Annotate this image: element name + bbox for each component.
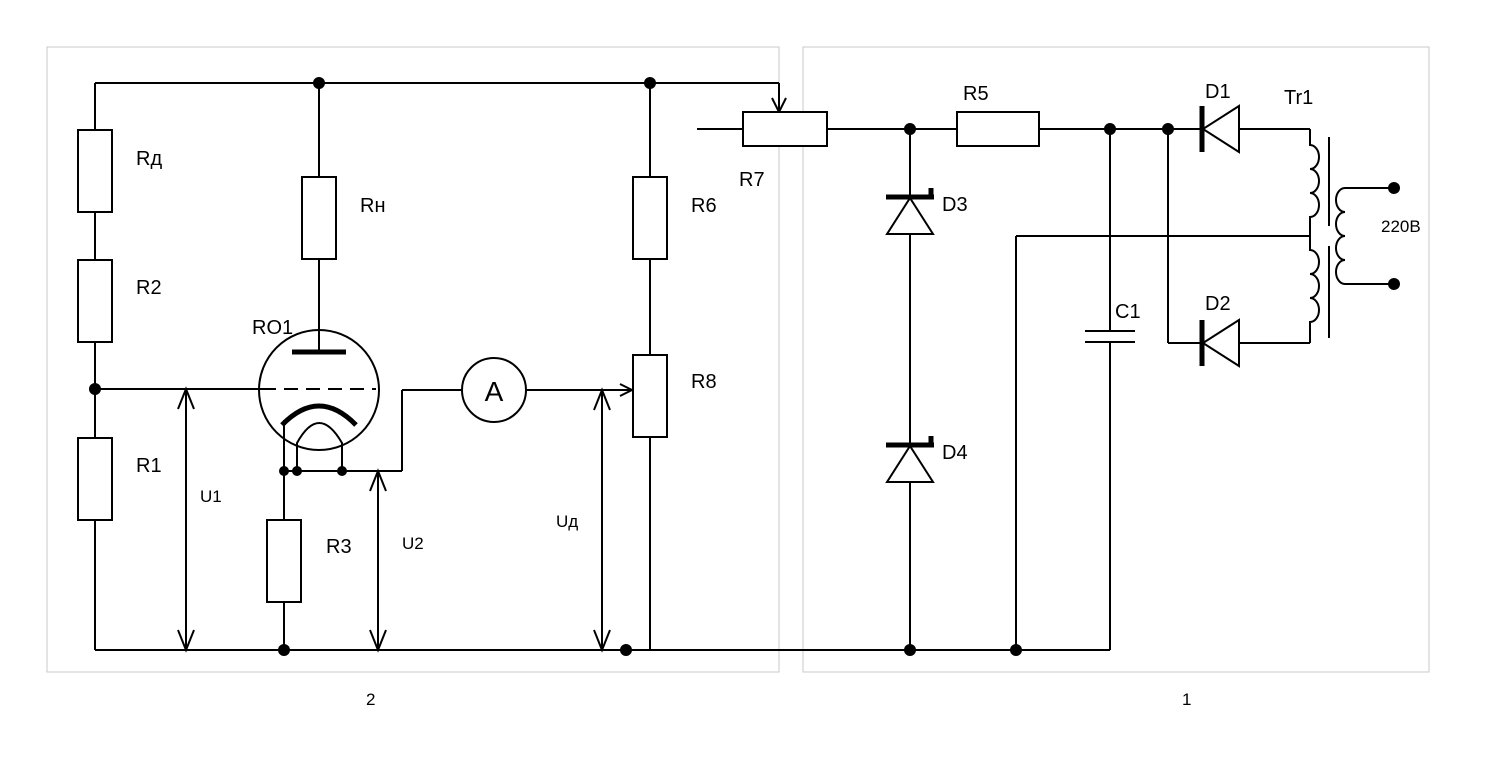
label-r2: R2 bbox=[136, 277, 162, 299]
label-rn: Rн bbox=[360, 195, 386, 217]
label-c1: C1 bbox=[1115, 301, 1141, 323]
junction-dot bbox=[904, 644, 916, 656]
label-r7: R7 bbox=[739, 169, 765, 191]
label-d1: D1 bbox=[1205, 81, 1231, 103]
label-tr1: Tr1 bbox=[1284, 87, 1313, 109]
junction-dot bbox=[1162, 123, 1174, 135]
label-rd: Rд bbox=[136, 148, 162, 170]
block-2-number: 2 bbox=[366, 690, 375, 709]
junction-dot bbox=[292, 466, 302, 476]
zener-diode-d4 bbox=[885, 444, 935, 483]
junction-dot bbox=[1104, 123, 1116, 135]
transformer-tr1-primary bbox=[1335, 187, 1392, 285]
label-ud: Uд bbox=[556, 512, 578, 531]
potentiometer-r7 bbox=[742, 111, 828, 147]
junction-dot bbox=[620, 644, 632, 656]
label-r8: R8 bbox=[691, 371, 717, 393]
resistor-r2 bbox=[77, 259, 113, 343]
resistor-r1 bbox=[77, 437, 113, 521]
mains-terminal bbox=[1388, 278, 1400, 290]
tube-heater bbox=[296, 422, 343, 471]
resistor-rn bbox=[301, 176, 337, 260]
block-1-number: 1 bbox=[1182, 690, 1191, 709]
label-u2: U2 bbox=[402, 534, 424, 553]
ud-arrowheads bbox=[593, 387, 611, 653]
mains-terminal bbox=[1388, 182, 1400, 194]
label-r1: R1 bbox=[136, 455, 162, 477]
block-1-frame bbox=[802, 46, 1430, 673]
label-u1: U1 bbox=[200, 487, 222, 506]
block-2-frame bbox=[46, 46, 780, 673]
u1-arrowheads bbox=[177, 386, 195, 653]
junction-dot bbox=[644, 77, 656, 89]
junction-dot bbox=[904, 123, 916, 135]
resistor-r3 bbox=[266, 519, 302, 603]
resistor-rd bbox=[77, 129, 113, 213]
label-r5: R5 bbox=[963, 83, 989, 105]
transformer-tr1-secondary bbox=[1309, 129, 1320, 343]
label-r3: R3 bbox=[326, 536, 352, 558]
potentiometer-r8 bbox=[632, 354, 668, 438]
ammeter-label: A bbox=[485, 376, 504, 407]
zener-diode-d3 bbox=[885, 196, 935, 235]
diode-d1 bbox=[1201, 104, 1240, 154]
label-d3: D3 bbox=[942, 194, 968, 216]
u2-arrowheads bbox=[369, 468, 387, 653]
resistor-r6 bbox=[632, 176, 668, 260]
junction-dot bbox=[89, 383, 101, 395]
label-d4: D4 bbox=[942, 442, 968, 464]
junction-dot bbox=[278, 644, 290, 656]
junction-dot bbox=[1010, 644, 1022, 656]
tube-cathode bbox=[280, 403, 358, 427]
label-d2: D2 bbox=[1205, 293, 1231, 315]
label-ro1: RO1 bbox=[252, 317, 293, 339]
junction-dot bbox=[313, 77, 325, 89]
junction-dot bbox=[337, 466, 347, 476]
diode-d2 bbox=[1201, 318, 1240, 368]
label-mains-voltage: 220В bbox=[1381, 217, 1421, 236]
label-r6: R6 bbox=[691, 195, 717, 217]
vacuum-tube-ro1-envelope bbox=[258, 329, 380, 451]
resistor-r5 bbox=[956, 111, 1040, 147]
